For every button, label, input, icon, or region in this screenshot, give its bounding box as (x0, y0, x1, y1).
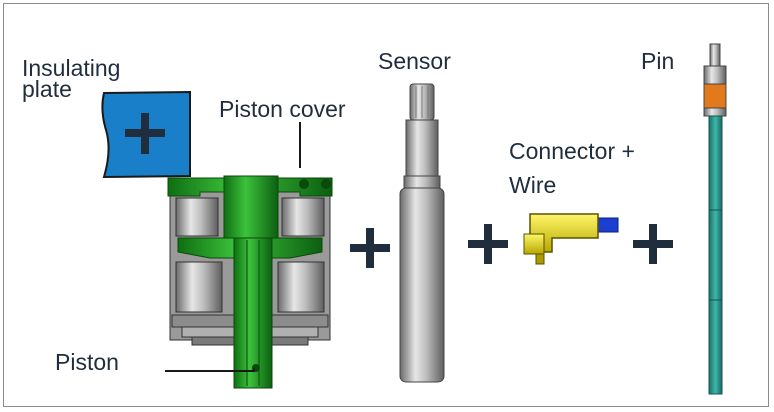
connector-wire (523, 213, 619, 265)
piston-cover-label: Piston cover (219, 96, 346, 122)
piston-leader (165, 368, 255, 372)
pin-shaft (708, 115, 723, 395)
lower-bearing-left (175, 261, 223, 313)
pin-tip (709, 43, 721, 67)
sensor-neck (405, 119, 439, 183)
wire (595, 217, 619, 233)
insulating-plate-plus-horizontal (125, 129, 165, 137)
plus-sign-1 (350, 228, 390, 268)
pin-cap (703, 65, 727, 85)
sensor (399, 83, 445, 383)
connector-label-1: Connector + (509, 138, 635, 164)
insulating-plate (101, 90, 191, 179)
pin-band (703, 83, 727, 111)
piston-rod (233, 237, 273, 389)
connector-label-2: Wire (509, 172, 557, 198)
sensor-label: Sensor (378, 48, 451, 74)
sensor-body (399, 187, 445, 383)
pin-label: Pin (641, 48, 675, 74)
insulating-plate-label-1: Insulating (22, 55, 121, 81)
connector-head (523, 233, 545, 255)
piston-label: Piston (55, 349, 119, 375)
lower-bearing-right (277, 261, 325, 313)
piston-hub (223, 175, 279, 239)
pin (703, 43, 727, 395)
upper-bearing-left (175, 197, 219, 237)
piston-assembly (167, 175, 333, 389)
plus-sign-2 (468, 224, 508, 264)
connector-pin (535, 253, 545, 265)
insulating-plate-label-2: plate (22, 76, 72, 102)
piston-cover-screw-2 (299, 179, 309, 189)
upper-bearing-right (281, 197, 325, 237)
diagram-frame (3, 3, 769, 407)
pin-collar (703, 107, 727, 117)
plus-sign-3 (633, 224, 673, 264)
piston-cover-screw (321, 179, 331, 189)
